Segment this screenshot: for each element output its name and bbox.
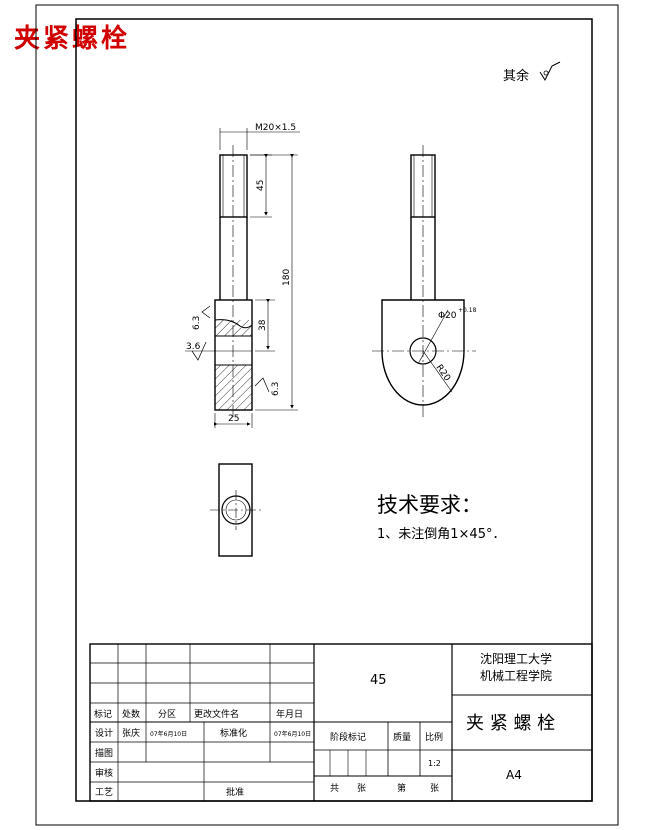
scale-value: 1:2 xyxy=(428,759,441,768)
roughness-a: 6.3 xyxy=(192,316,202,330)
side-view: Φ20 +0.18 R20 xyxy=(372,145,477,420)
roughness-symbol-icon xyxy=(201,305,211,319)
designer-name: 张庆 xyxy=(122,727,140,739)
count-label: 处数 xyxy=(122,708,140,720)
sheets-label: 张 xyxy=(357,783,366,794)
title-block xyxy=(89,643,593,802)
total-label: 共 xyxy=(330,783,339,794)
design-label: 设计 xyxy=(95,727,113,739)
dim-total-length: 180 xyxy=(282,269,292,286)
craft-label: 工艺 xyxy=(95,787,113,798)
std-date: 07年6月10日 xyxy=(274,730,311,738)
roughness-note: 其余 xyxy=(503,61,561,84)
roughness-symbol-icon xyxy=(191,341,207,361)
roughness-c: 6.3 xyxy=(271,382,281,396)
zone-label: 分区 xyxy=(158,709,176,720)
stage-label: 阶段标记 xyxy=(330,731,366,743)
dim-head-length: 38 xyxy=(258,319,268,331)
roughness-b: 3.6 xyxy=(186,342,201,352)
approve-label: 批准 xyxy=(226,786,244,798)
dim-radius: R20 xyxy=(434,363,453,383)
school-line2: 机械工程学院 xyxy=(480,668,552,683)
material-value: 45 xyxy=(370,673,387,688)
scale-label: 比例 xyxy=(425,731,443,743)
review-label: 审核 xyxy=(95,767,113,779)
weight-label: 质量 xyxy=(393,731,411,743)
title-block-text: 45 沈阳理工大学 机械工程学院 夹 紧 螺 栓 A4 标记 处数 分区 更改文… xyxy=(94,651,555,798)
thread-spec-label: M20×1.5 xyxy=(255,123,296,133)
page-label: 第 xyxy=(397,782,406,794)
part-name: 夹 紧 螺 栓 xyxy=(466,713,555,734)
std-label: 标准化 xyxy=(220,727,247,739)
outer-border xyxy=(35,4,619,826)
dim-thread-length: 45 xyxy=(256,180,266,191)
date-label: 年月日 xyxy=(276,708,303,720)
top-view xyxy=(210,463,262,557)
school-line1: 沈阳理工大学 xyxy=(480,651,552,666)
roughness-symbol-icon xyxy=(254,377,270,393)
dim-diameter: Φ20 xyxy=(438,311,457,321)
tech-requirements-title: 技术要求： xyxy=(377,493,482,517)
inner-border xyxy=(75,18,593,802)
sheet-size: A4 xyxy=(506,768,522,782)
part-title-header: 夹紧螺栓 xyxy=(14,24,131,54)
roughness-note-text: 其余 xyxy=(503,68,529,84)
dim-diameter-tol: +0.18 xyxy=(458,307,477,314)
front-view: M20×1.5 45 180 38 25 6.3 xyxy=(185,123,300,428)
mark-label: 标记 xyxy=(94,708,112,720)
roughness-symbol-icon xyxy=(539,61,561,82)
tech-requirement-item: 1、未注倒角1×45°． xyxy=(377,527,505,542)
dim-head-width: 25 xyxy=(228,414,239,424)
page-sheet-label: 张 xyxy=(430,783,439,794)
draw-label: 描图 xyxy=(95,747,113,759)
design-date: 07年6月10日 xyxy=(150,730,187,738)
docno-label: 更改文件名 xyxy=(194,708,239,720)
